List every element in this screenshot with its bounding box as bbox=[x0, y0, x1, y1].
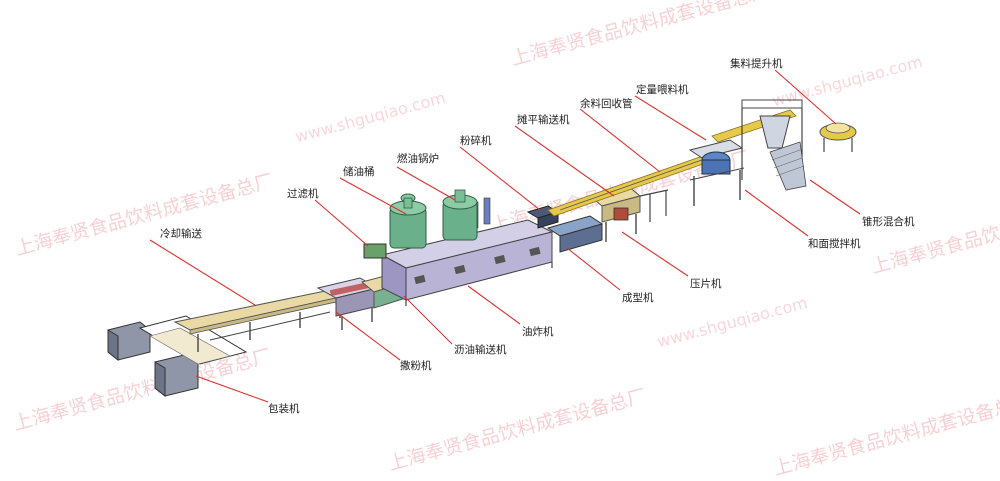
label-filter-machine: 过滤机 bbox=[287, 188, 319, 200]
leader-chuyou bbox=[339, 177, 407, 215]
leader-yapian bbox=[621, 231, 689, 277]
label-oil-storage-tank: 储油桶 bbox=[343, 166, 375, 178]
label-quantitative-feeder: 定量喂料机 bbox=[636, 84, 689, 96]
oil-boiler-graphic bbox=[442, 189, 478, 241]
leader-yuliao bbox=[579, 108, 661, 173]
label-cone-mixer: 锥形混合机 bbox=[862, 216, 915, 228]
label-cooling-conveyor: 冷却输送 bbox=[160, 228, 202, 240]
bucket-elevator-graphic bbox=[819, 122, 857, 152]
leader-ranyou bbox=[396, 166, 456, 201]
label-recovery-pipe: 余料回收管 bbox=[580, 98, 633, 110]
label-dough-mixer: 和面搅拌机 bbox=[808, 238, 861, 250]
leader-zhuixing bbox=[809, 179, 861, 215]
leader-baozhuang bbox=[195, 375, 269, 403]
leader-safen bbox=[335, 311, 401, 361]
label-material-elevator: 集料提升机 bbox=[730, 58, 783, 70]
sheeter-graphic bbox=[588, 185, 669, 242]
leader-shayou bbox=[403, 295, 453, 345]
label-dusting-machine: 撒粉机 bbox=[400, 360, 432, 372]
leader-dingliang bbox=[634, 95, 707, 141]
label-fryer: 油炸机 bbox=[522, 326, 554, 338]
label-packaging-machine: 包装机 bbox=[268, 403, 300, 415]
label-forming-machine: 成型机 bbox=[622, 292, 654, 304]
oil-storage-tank-graphic bbox=[389, 193, 427, 249]
packaging-machine-graphic bbox=[107, 315, 248, 398]
cone-mixer-graphic bbox=[741, 99, 807, 191]
leader-fensui bbox=[459, 146, 541, 211]
label-flattening-conveyor: 摊平输送机 bbox=[517, 114, 570, 126]
label-draining-conveyor: 沥油输送机 bbox=[454, 344, 507, 356]
filter-machine-graphic bbox=[363, 243, 387, 259]
dough-mixer-graphic bbox=[688, 139, 745, 206]
leader-guolv bbox=[314, 199, 369, 247]
leader-lines bbox=[149, 69, 861, 403]
label-oil-boiler: 燃油锅炉 bbox=[397, 153, 439, 165]
leader-youzha bbox=[467, 285, 521, 325]
fryer-graphic bbox=[380, 197, 554, 306]
label-crusher: 粉碎机 bbox=[460, 135, 492, 147]
leader-hemian bbox=[744, 189, 809, 237]
forming-machine-graphic bbox=[546, 215, 604, 253]
leader-lengqie bbox=[149, 239, 256, 306]
leader-chengxing bbox=[566, 247, 621, 291]
label-sheeter: 压片机 bbox=[690, 278, 722, 290]
leader-jiliao bbox=[774, 69, 837, 125]
leader-tanping bbox=[514, 125, 615, 197]
